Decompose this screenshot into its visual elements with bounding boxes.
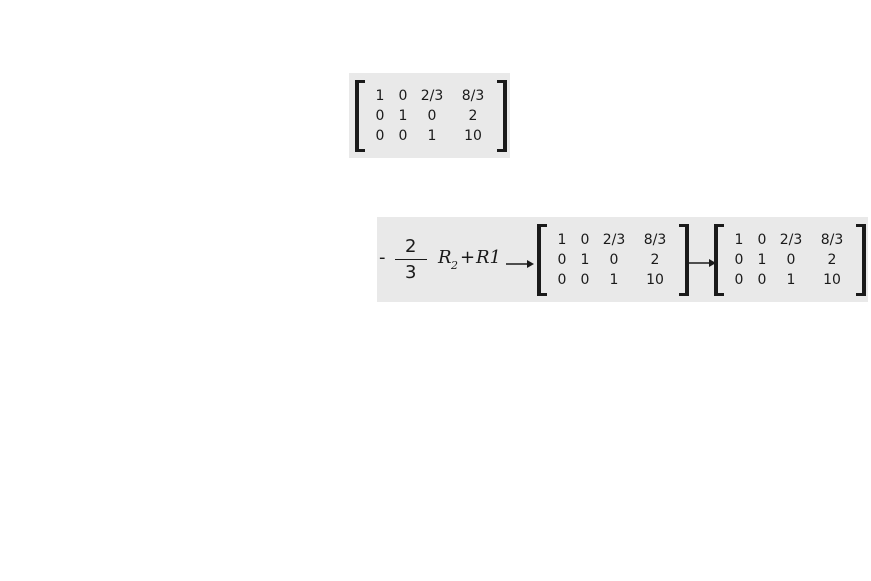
plus-sign: + bbox=[460, 247, 476, 268]
cell-r3c1: 0 bbox=[375, 128, 385, 144]
matrix-top: 1 0 2/3 8/3 0 1 0 2 0 0 1 10 bbox=[355, 80, 507, 152]
minus-sign: - bbox=[379, 247, 386, 268]
cell-r3c4: 10 bbox=[646, 272, 664, 288]
left-bracket bbox=[537, 224, 547, 296]
cell-r3c1: 0 bbox=[734, 272, 744, 288]
cell-r2c1: 0 bbox=[557, 252, 567, 268]
cell-r3c2: 0 bbox=[580, 272, 590, 288]
left-bracket bbox=[355, 80, 365, 152]
cell-r3c4: 10 bbox=[464, 128, 482, 144]
row-operation-panel: - 2 3 R 2 + R1 1 0 2/3 8/3 0 1 0 2 0 0 1… bbox=[377, 217, 868, 302]
matrix-result-1: 1 0 2/3 8/3 0 1 0 2 0 0 1 10 bbox=[537, 224, 689, 296]
row-symbol: R bbox=[438, 247, 452, 268]
cell-r3c3: 1 bbox=[427, 128, 437, 144]
cell-r1c3: 2/3 bbox=[779, 232, 803, 248]
arrow-right-icon bbox=[506, 260, 534, 268]
cell-r2c4: 2 bbox=[650, 252, 660, 268]
cell-r2c1: 0 bbox=[375, 108, 385, 124]
cell-r1c4: 8/3 bbox=[461, 88, 485, 104]
cell-r1c1: 1 bbox=[557, 232, 567, 248]
cell-r2c2: 1 bbox=[398, 108, 408, 124]
cell-r3c3: 1 bbox=[609, 272, 619, 288]
cell-r2c3: 0 bbox=[609, 252, 619, 268]
right-bracket bbox=[856, 224, 866, 296]
cell-r3c4: 10 bbox=[823, 272, 841, 288]
cell-r3c1: 0 bbox=[557, 272, 567, 288]
cell-r1c4: 8/3 bbox=[643, 232, 667, 248]
cell-r2c3: 0 bbox=[427, 108, 437, 124]
cell-r1c2: 0 bbox=[757, 232, 767, 248]
cell-r1c3: 2/3 bbox=[602, 232, 626, 248]
cell-r1c2: 0 bbox=[580, 232, 590, 248]
cell-r1c2: 0 bbox=[398, 88, 408, 104]
row-subscript: 2 bbox=[451, 259, 458, 272]
target-row: R1 bbox=[476, 247, 502, 268]
cell-r2c3: 0 bbox=[786, 252, 796, 268]
fraction-bar bbox=[395, 259, 427, 260]
matrix-result-2: 1 0 2/3 8/3 0 1 0 2 0 0 1 10 bbox=[714, 224, 866, 296]
cell-r2c2: 1 bbox=[580, 252, 590, 268]
cell-r2c4: 2 bbox=[827, 252, 837, 268]
cell-r2c1: 0 bbox=[734, 252, 744, 268]
right-bracket bbox=[679, 224, 689, 296]
left-bracket bbox=[714, 224, 724, 296]
arrow-right-icon bbox=[688, 259, 716, 267]
cell-r1c1: 1 bbox=[375, 88, 385, 104]
fraction-denominator: 3 bbox=[405, 262, 417, 283]
right-bracket bbox=[497, 80, 507, 152]
cell-r1c4: 8/3 bbox=[820, 232, 844, 248]
cell-r2c4: 2 bbox=[468, 108, 478, 124]
cell-r3c2: 0 bbox=[757, 272, 767, 288]
cell-r1c1: 1 bbox=[734, 232, 744, 248]
matrix-panel-top: 1 0 2/3 8/3 0 1 0 2 0 0 1 10 bbox=[349, 73, 510, 158]
cell-r3c2: 0 bbox=[398, 128, 408, 144]
fraction-numerator: 2 bbox=[405, 236, 417, 257]
cell-r1c3: 2/3 bbox=[420, 88, 444, 104]
cell-r2c2: 1 bbox=[757, 252, 767, 268]
cell-r3c3: 1 bbox=[786, 272, 796, 288]
